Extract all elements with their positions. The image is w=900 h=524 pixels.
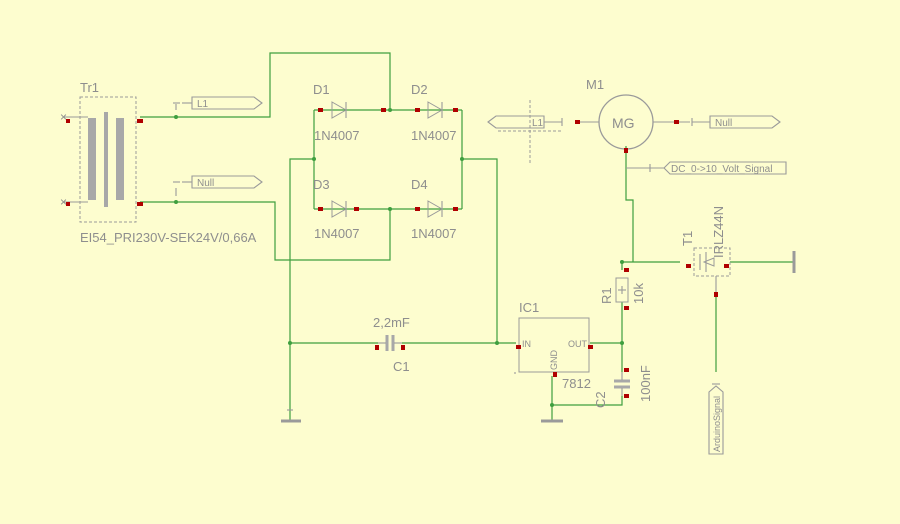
- regulator-pin-gnd: GND: [549, 350, 559, 371]
- transistor-value: IRLZ44N: [711, 206, 726, 258]
- motor-name: M1: [586, 77, 604, 92]
- transistor-name: T1: [680, 231, 695, 246]
- resistor-r1[interactable]: [615, 268, 629, 310]
- diode-d1[interactable]: [318, 101, 386, 119]
- diode-d1-value: 1N4007: [314, 128, 360, 143]
- diode-d2[interactable]: [415, 101, 458, 119]
- regulator-ic1[interactable]: [514, 317, 593, 377]
- regulator-pin-in: IN: [522, 339, 531, 349]
- resistor-value: 10k: [631, 283, 646, 304]
- regulator-pin-out: OUT: [568, 339, 588, 349]
- net-label-null-left-text: Null: [197, 178, 214, 189]
- capacitor-c2[interactable]: [614, 368, 630, 398]
- capacitor-c1-name: C1: [393, 359, 410, 374]
- ground-left: [281, 405, 301, 423]
- junctions: [174, 108, 624, 407]
- motor-m1[interactable]: [575, 94, 690, 153]
- svg-text:×: ×: [60, 195, 67, 209]
- regulator-value: 7812: [562, 376, 591, 391]
- resistor-name: R1: [599, 287, 614, 304]
- diode-d4-name: D4: [411, 177, 428, 192]
- tr1-name: Tr1: [80, 80, 99, 95]
- diode-d2-value: 1N4007: [411, 128, 457, 143]
- svg-text:×: ×: [60, 110, 67, 124]
- diode-d3-value: 1N4007: [314, 226, 360, 241]
- capacitor-c1[interactable]: [375, 335, 405, 351]
- net-label-arduino-text: ArduinoSignal: [712, 396, 722, 452]
- net-label-l1-left-text: L1: [197, 99, 209, 110]
- tr1-value: EI54_PRI230V-SEK24V/0,66A: [80, 230, 257, 245]
- cursor-crosshair: [498, 100, 562, 164]
- net-label-dc-signal-text: DC_0->10_Volt_Signal: [671, 164, 772, 175]
- net-label-dc-signal[interactable]: DC_0->10_Volt_Signal: [626, 161, 787, 175]
- capacitor-c1-value: 2,2mF: [373, 315, 410, 330]
- net-label-null-right[interactable]: Null: [691, 115, 781, 129]
- capacitor-c2-value: 100nF: [638, 365, 653, 402]
- diode-d2-name: D2: [411, 82, 428, 97]
- diode-d3[interactable]: [318, 200, 359, 218]
- regulator-name: IC1: [519, 300, 539, 315]
- motor-value: MG: [612, 115, 635, 131]
- net-label-arduino[interactable]: ArduinoSignal: [708, 383, 724, 455]
- ground-right: [541, 405, 563, 423]
- transformer-tr1[interactable]: × ×: [60, 96, 143, 223]
- diode-d1-name: D1: [313, 82, 330, 97]
- capacitor-c2-name: C2: [593, 391, 608, 408]
- net-label-l1-left[interactable]: L1: [173, 96, 263, 110]
- net-label-null-left[interactable]: Null: [173, 175, 263, 196]
- diode-d4[interactable]: [415, 200, 458, 218]
- net-label-null-right-text: Null: [715, 118, 732, 129]
- diode-d4-value: 1N4007: [411, 226, 457, 241]
- diode-d3-name: D3: [313, 177, 330, 192]
- net-label-l1-right-text: L1: [532, 118, 544, 129]
- net-label-l1-right[interactable]: L1: [487, 115, 563, 129]
- transistor-t1[interactable]: [686, 247, 731, 297]
- ground-drain: [780, 251, 796, 273]
